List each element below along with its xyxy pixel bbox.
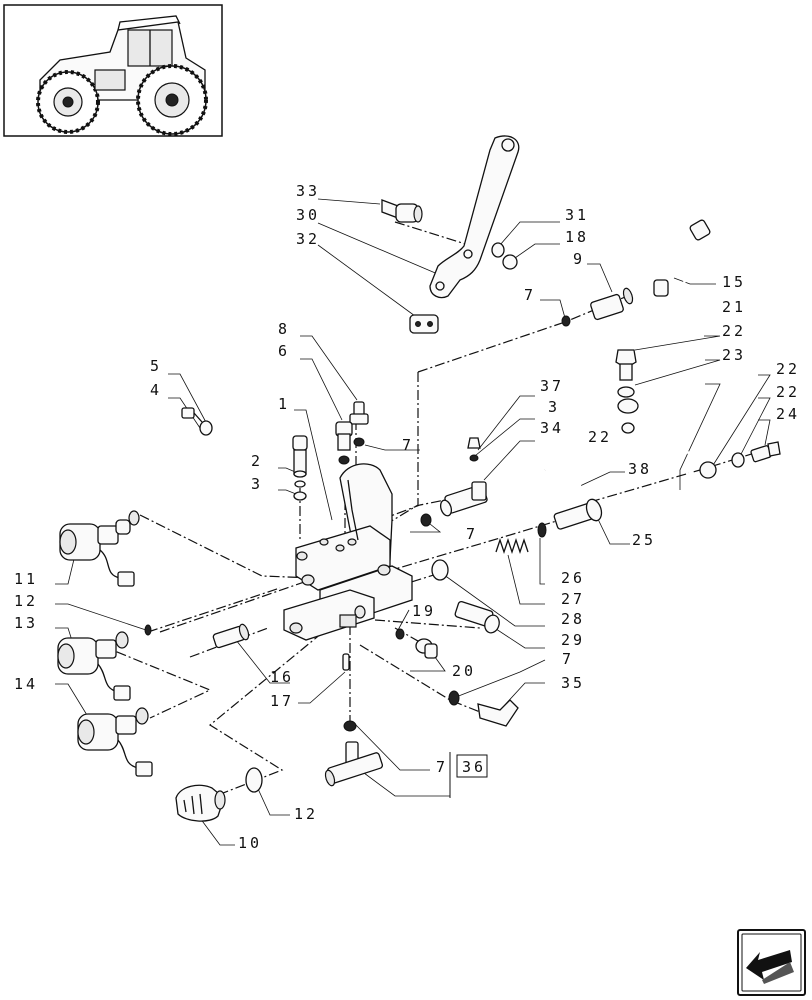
- washer-22-c: [699, 461, 717, 479]
- callout-38: 38: [628, 460, 652, 478]
- callout-10: 10: [238, 834, 262, 852]
- callout-25: 25: [632, 531, 656, 549]
- screw-29: [454, 600, 500, 634]
- o-ring-12-a: [144, 624, 152, 636]
- tee-34: [439, 481, 488, 517]
- pipe-23: [617, 398, 742, 502]
- callout-24: 24: [776, 405, 800, 423]
- callout-3-a: 3: [548, 398, 560, 416]
- callout-16: 16: [270, 668, 294, 686]
- pin-17: [342, 653, 350, 671]
- spring-27: [495, 537, 529, 555]
- washer-22-d: [731, 452, 745, 468]
- callout-14: 14: [14, 675, 38, 693]
- callout-22-c: 22: [776, 383, 800, 401]
- callout-13: 13: [14, 614, 38, 632]
- callout-26: 26: [561, 569, 585, 587]
- fitting-37: [467, 437, 481, 462]
- tractor-icon: [36, 15, 208, 136]
- callout-19: 19: [412, 602, 436, 620]
- callout-12-b: 12: [294, 805, 318, 823]
- callout-9: 9: [573, 250, 585, 268]
- callout-30: 30: [296, 206, 320, 224]
- callout-17: 17: [270, 692, 294, 710]
- washer-22-a: [617, 386, 635, 398]
- plug-25: [553, 498, 603, 530]
- bolt-4-5: [181, 407, 213, 436]
- o-ring-7-e: [343, 720, 357, 732]
- callout-3-b: 3: [251, 475, 263, 493]
- callout-1: 1: [278, 395, 290, 413]
- callout-22-d: 22: [588, 428, 612, 446]
- callout-7-c: 7: [466, 525, 478, 543]
- banjo-bolt-24: [750, 441, 781, 463]
- callout-37: 37: [540, 377, 564, 395]
- callout-5: 5: [150, 357, 162, 375]
- callout-7-top: 7: [524, 286, 536, 304]
- fitting-8: [349, 401, 369, 447]
- callout-2: 2: [251, 452, 263, 470]
- bolt-33: [381, 199, 423, 223]
- elbow-35: [448, 690, 519, 727]
- fitting-6: [335, 421, 353, 465]
- callout-32: 32: [296, 230, 320, 248]
- callout-20: 20: [452, 662, 476, 680]
- callout-7-d: 7: [562, 650, 574, 668]
- parts: [57, 135, 781, 822]
- callout-22-b: 22: [776, 360, 800, 378]
- callout-7-b: 7: [402, 436, 414, 454]
- washer-7-top: [561, 315, 571, 327]
- next-page-arrow-icon[interactable]: [737, 929, 806, 996]
- callout-18: 18: [565, 228, 589, 246]
- callout-28: 28: [561, 610, 585, 628]
- callout-33: 33: [296, 182, 320, 200]
- washer-31: [491, 242, 505, 258]
- callout-labels: 33 30 32 31 18 9 15 7 21 22 23 8 6 5 4 1…: [14, 182, 800, 852]
- solenoid-13: [57, 631, 131, 701]
- callout-36: 36: [462, 758, 486, 776]
- callout-22-a: 22: [722, 322, 746, 340]
- callout-7-e: 7: [436, 758, 448, 776]
- washer-22-b: [621, 422, 635, 434]
- washer-28: [431, 559, 449, 581]
- plug-20: [415, 638, 438, 659]
- callout-8: 8: [278, 320, 290, 338]
- lever-30: [429, 135, 520, 299]
- callout-29: 29: [561, 631, 585, 649]
- callout-box-36: [456, 754, 488, 778]
- pipe-15: [653, 219, 711, 297]
- callout-34: 34: [540, 419, 564, 437]
- washer-2: [294, 480, 306, 488]
- nut-18: [502, 254, 518, 270]
- plug-16: [212, 623, 250, 649]
- pin-1: [292, 435, 308, 478]
- valve-manifold-block: [283, 463, 413, 641]
- washer-3: [293, 491, 307, 501]
- callout-6: 6: [278, 342, 290, 360]
- solenoid-14: [77, 707, 153, 777]
- callout-21: 21: [722, 298, 746, 316]
- pressure-switch-10: [175, 784, 226, 822]
- callout-11: 11: [14, 570, 38, 588]
- callout-23: 23: [722, 346, 746, 364]
- solenoid-11: [59, 510, 140, 587]
- callout-27: 27: [561, 590, 585, 608]
- o-ring-12-b: [245, 767, 263, 793]
- callout-12-a: 12: [14, 592, 38, 610]
- pipe-38: [499, 452, 582, 502]
- o-ring-7-b: [420, 513, 432, 527]
- clip-32: [409, 314, 439, 334]
- callout-35: 35: [561, 674, 585, 692]
- callout-4: 4: [150, 381, 162, 399]
- o-ring-26: [537, 522, 547, 538]
- o-ring-19: [395, 628, 405, 640]
- callout-15: 15: [722, 273, 746, 291]
- tee-36: [324, 741, 384, 787]
- banjo-bolt-21: [615, 349, 637, 381]
- callout-31: 31: [565, 206, 589, 224]
- leader-lines: [55, 198, 771, 846]
- tractor-thumbnail: [3, 4, 223, 137]
- connector-9: [590, 287, 634, 321]
- centre-lines: [99, 221, 759, 796]
